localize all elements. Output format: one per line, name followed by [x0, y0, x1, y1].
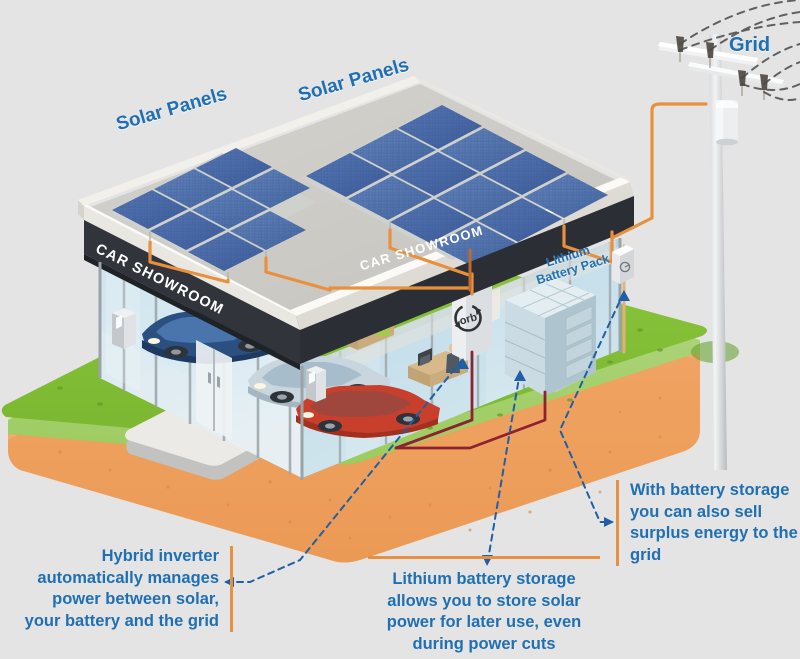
power-line-icon: [679, 0, 800, 101]
solar-conduit: [148, 118, 654, 296]
showroom-kiosk-2: [306, 366, 326, 402]
caption-lithium-battery-storage: Lithium battery storage allows you to st…: [368, 556, 600, 655]
showroom-fascia: [84, 196, 634, 370]
electricity-meter-icon: [612, 245, 634, 284]
caption-hybrid-inverter: Hybrid inverter automatically manages po…: [14, 546, 233, 632]
orb-logo-icon: orb: [454, 304, 482, 332]
battery-dc-cable: [394, 350, 547, 450]
showroom-kiosk-1: [112, 308, 136, 349]
showroom-entry-doors: [196, 340, 232, 440]
transformer-icon: [716, 100, 738, 146]
solar-panel-array-icon: [108, 105, 608, 280]
svg-text:orb: orb: [458, 311, 479, 327]
caption-sell-surplus-to-grid: With battery storage you can also sell s…: [616, 480, 800, 566]
label-grid: Grid: [729, 34, 771, 56]
lithium-battery-cabinet-icon: [504, 279, 596, 396]
